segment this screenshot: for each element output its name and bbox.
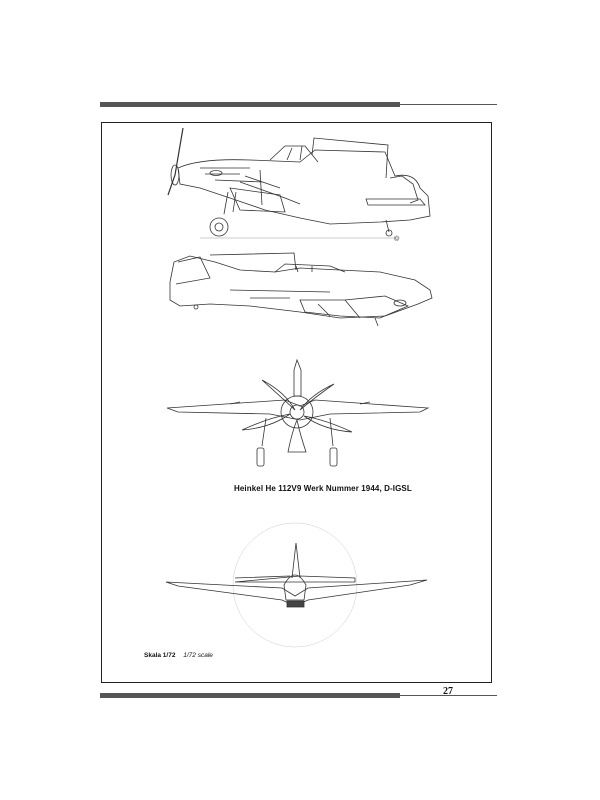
- drawing-frame: [101, 122, 492, 683]
- side-view-right: [170, 253, 432, 326]
- rear-view: [166, 523, 427, 647]
- top-rule-thick: [100, 102, 400, 107]
- bottom-rule-thick: [100, 693, 400, 698]
- scale-label: Skala 1/72: [144, 652, 176, 659]
- page-number: 27: [443, 686, 453, 697]
- copyright-symbol: ©: [394, 236, 400, 243]
- drawing-caption: Heinkel He 112V9 Werk Nummer 1944, D-IGS…: [234, 484, 412, 493]
- scale-label-alt: 1/72 scale: [183, 652, 213, 659]
- scale-note: Skala 1/72 1/72 scale: [144, 652, 213, 659]
- top-rule-thin: [400, 104, 497, 105]
- copyright-mark: ©: [394, 236, 399, 243]
- front-view: [167, 360, 428, 466]
- side-view-left: [168, 128, 430, 238]
- bottom-rule-thin: [400, 695, 497, 696]
